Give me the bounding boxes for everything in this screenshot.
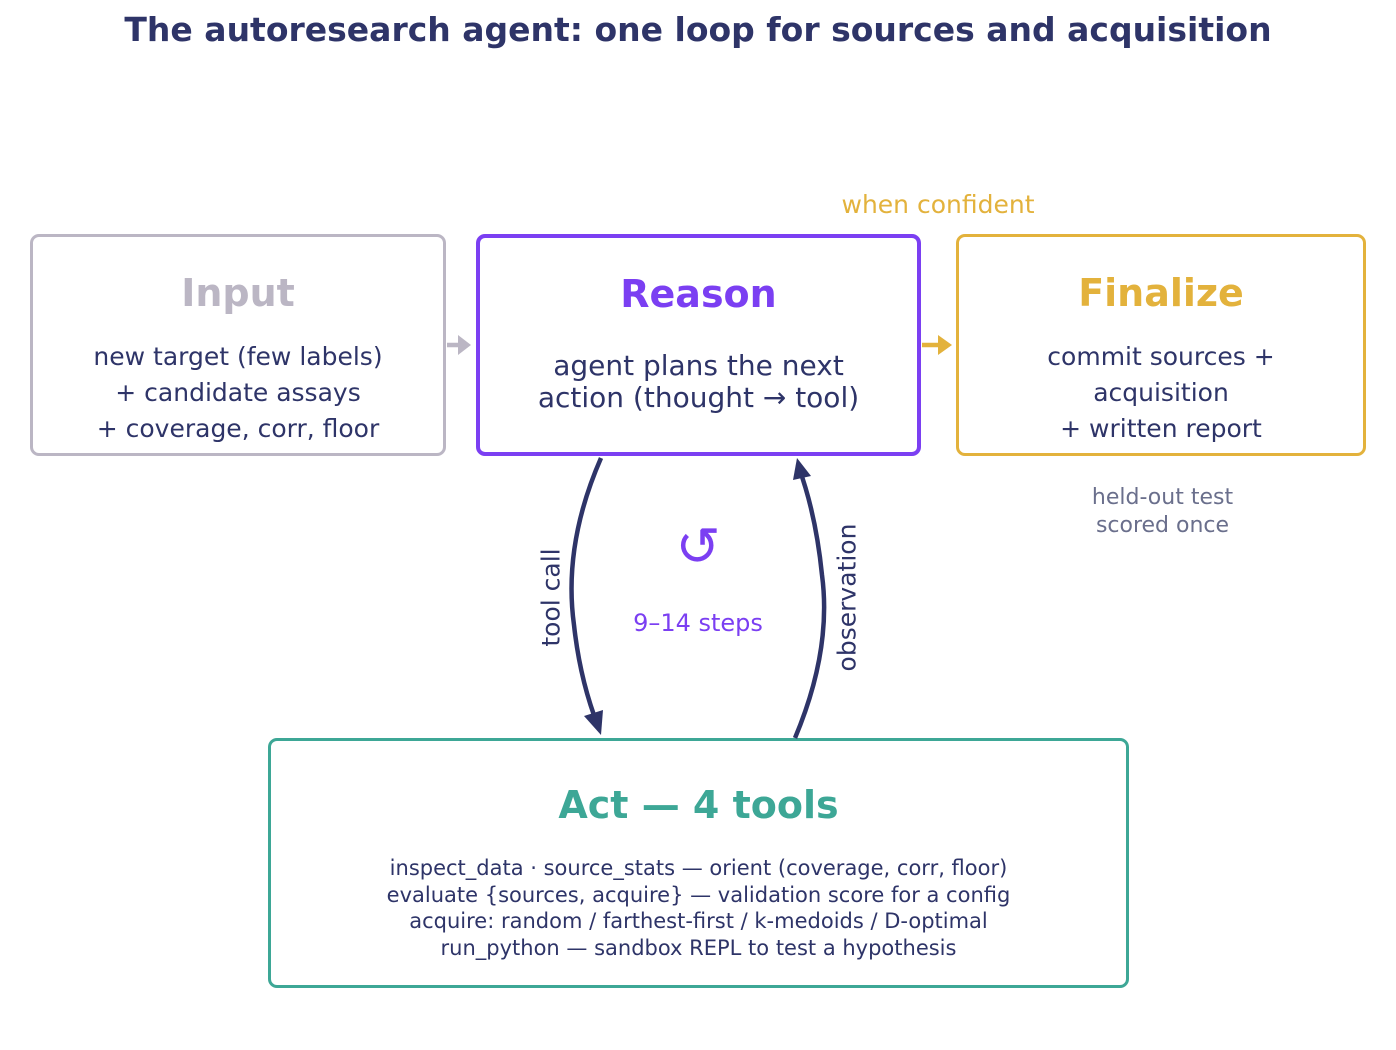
loop-steps-label: 9–14 steps [633,609,763,637]
loop-icon: ↺ [675,515,721,578]
when-confident-label: when confident [841,190,1035,219]
tool-call-arrow [569,457,604,735]
reason-to-finalize-arrow [922,335,952,355]
observation-label: observation [832,523,862,672]
reason-node-title: Reason [620,272,777,316]
act-node-body: inspect_data · source_stats — orient (co… [386,856,1011,960]
input-to-reason-arrow [447,335,471,355]
finalize-node-title: Finalize [1078,271,1244,315]
tool-call-label: tool call [536,548,566,647]
diagram-title: The autoresearch agent: one loop for sou… [124,10,1272,49]
observation-arrow [792,458,827,739]
finalize-node: Finalize commit sources + acquisition + … [956,234,1366,456]
act-node: Act — 4 tools inspect_data · source_stat… [268,738,1129,988]
input-node-title: Input [181,271,295,315]
input-node: Input new target (few labels) + candidat… [30,234,446,456]
held-out-note: held-out test scored once [1091,485,1234,538]
input-node-body: new target (few labels) + candidate assa… [93,342,383,443]
reason-node: Reason agent plans the next action (thou… [476,234,921,456]
finalize-node-body: commit sources + acquisition + written r… [1047,342,1275,443]
act-node-title: Act — 4 tools [558,783,839,827]
reason-node-body: agent plans the next action (thought → t… [537,349,860,414]
